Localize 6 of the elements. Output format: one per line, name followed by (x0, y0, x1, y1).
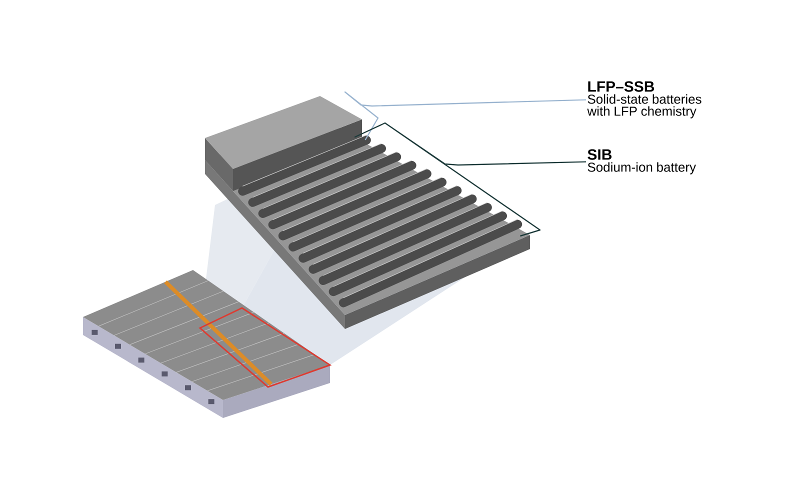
battery-block (205, 96, 362, 191)
leader-line (354, 122, 586, 237)
leader-line (344, 91, 586, 140)
label-text: SIB Sodium-ion battery (588, 149, 696, 174)
cell-array (238, 134, 522, 308)
label-text: LFP–SSB Solid-state batteries with LFP chemistry (587, 81, 702, 118)
